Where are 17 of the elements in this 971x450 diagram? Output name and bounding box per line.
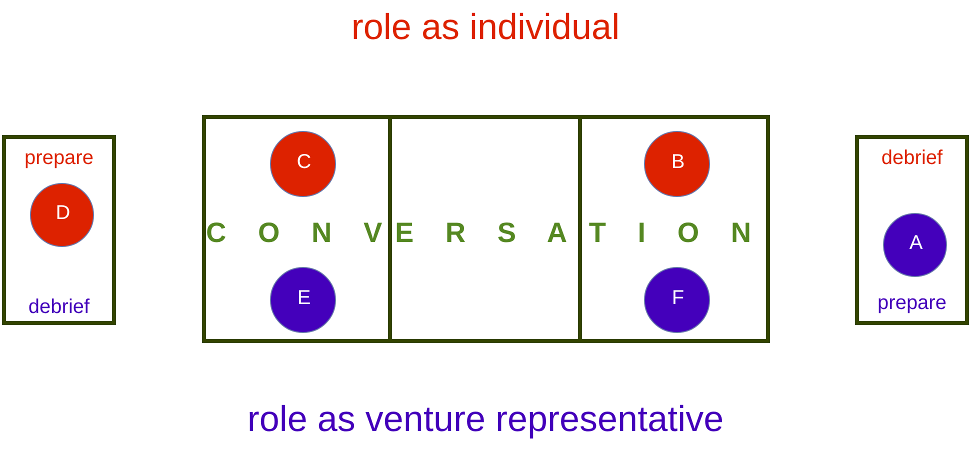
role-caption: role as individual: [350, 6, 621, 48]
circle-letter: B: [670, 151, 686, 174]
circle-letter: A: [908, 232, 924, 255]
role-text: debrief: [27, 296, 91, 319]
role-text: debrief: [880, 147, 944, 170]
circle-letter: F: [670, 287, 686, 310]
spaced-word-part: E R S A: [394, 217, 576, 249]
frame-box: [855, 135, 969, 325]
circle-letter: C: [296, 151, 312, 174]
spaced-word-part: C O N V: [206, 217, 388, 249]
role-text: prepare: [876, 292, 948, 315]
circle-letter: E: [296, 287, 312, 310]
role-caption: role as venture representative: [246, 398, 725, 440]
circle-letter: D: [54, 202, 72, 225]
spaced-word-part: T I O N: [588, 217, 760, 249]
frame-box: [2, 135, 116, 325]
role-text: prepare: [24, 147, 94, 170]
